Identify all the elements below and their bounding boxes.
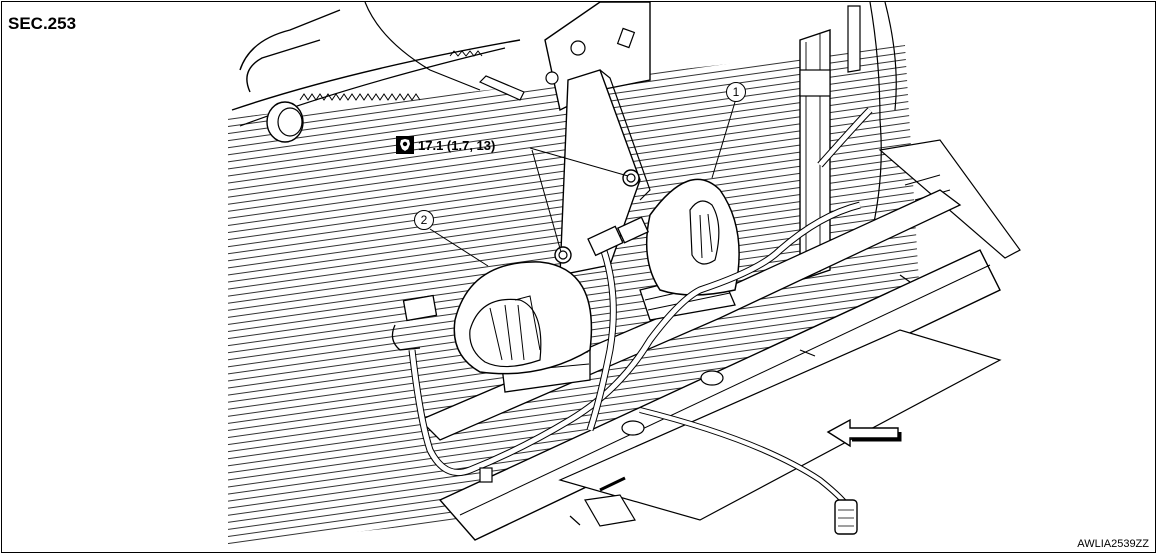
harness-connector <box>834 499 858 535</box>
leader-1 <box>711 101 736 179</box>
bolt-upper <box>622 169 640 187</box>
horn-2 <box>453 261 593 393</box>
leader-torque-lower <box>531 149 562 253</box>
torque-spec: 17.1 (1.7, 13) <box>396 136 495 154</box>
reference-code: AWLIA2539ZZ <box>1077 538 1149 550</box>
front-direction-arrow-icon <box>826 418 902 448</box>
callout-2: 2 <box>414 210 434 230</box>
bolt-lower <box>554 246 572 264</box>
leader-torque-upper <box>529 147 629 177</box>
leader-2 <box>429 228 489 267</box>
torque-wrench-icon <box>396 136 414 154</box>
upper-hose <box>239 9 341 71</box>
core-support <box>438 249 1001 541</box>
section-label: SEC.253 <box>8 14 77 33</box>
torque-value: 17.1 (1.7, 13) <box>418 137 496 153</box>
callout-1: 1 <box>726 82 746 102</box>
radiator-upper-tank <box>231 39 521 111</box>
